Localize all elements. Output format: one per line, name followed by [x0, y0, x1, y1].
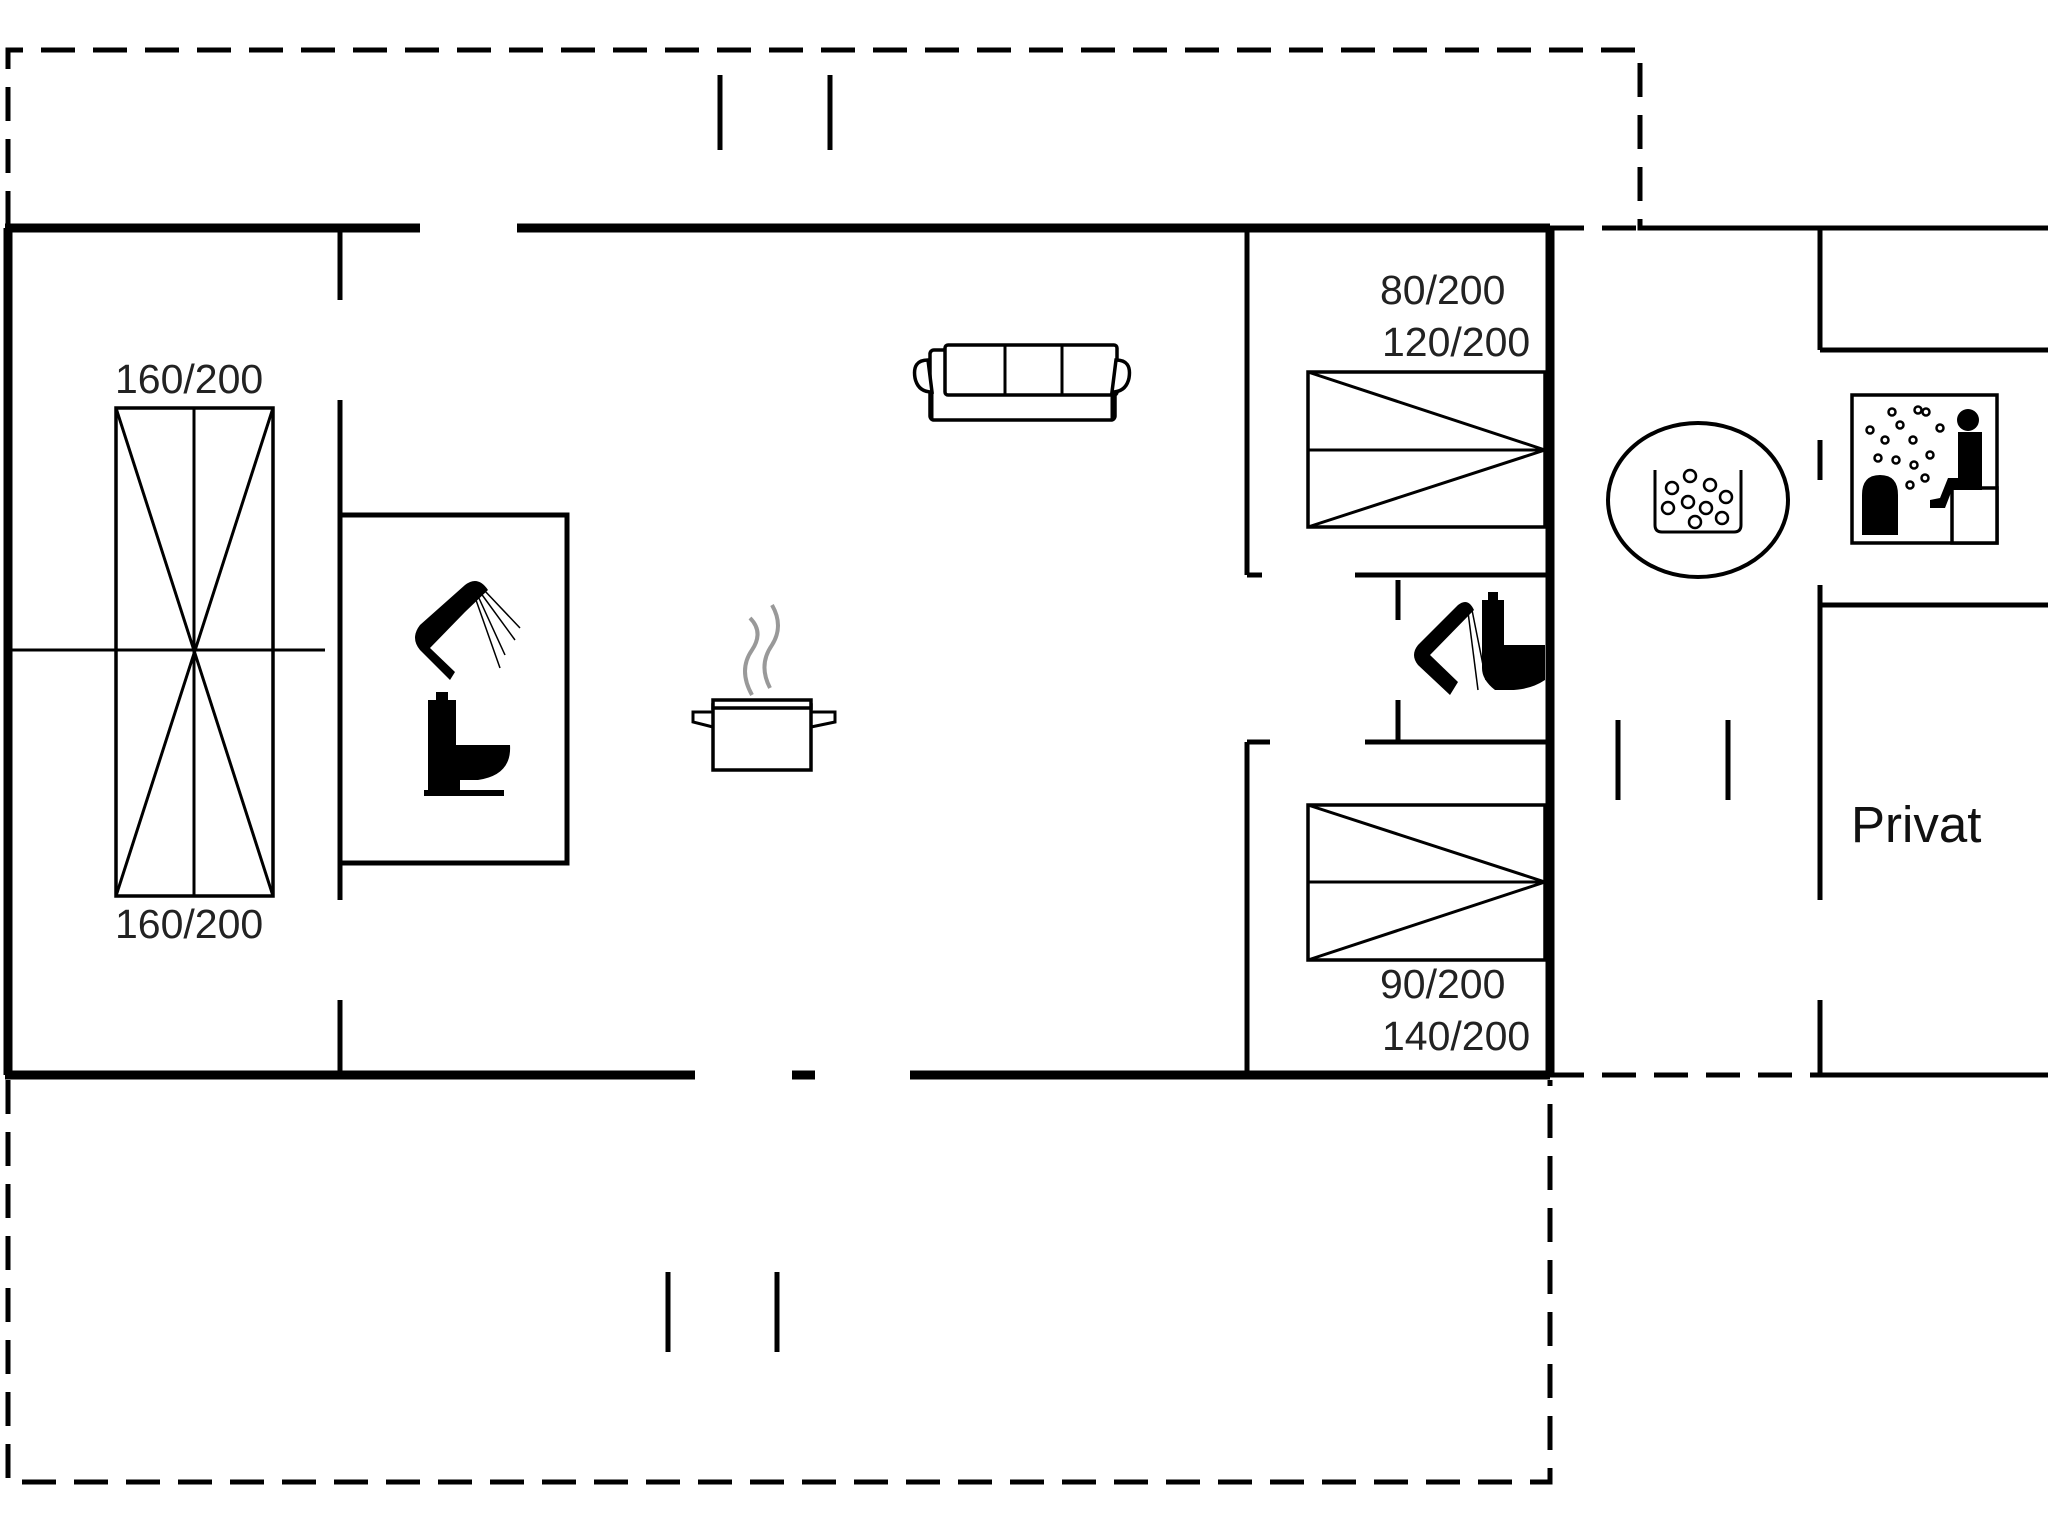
toilet-icon	[424, 692, 511, 796]
whirlpool-icon	[1606, 421, 1790, 579]
bed-size-label-right-top-2: 120/200	[1382, 319, 1530, 365]
shower-icon	[415, 581, 521, 680]
bunk-bed-icon	[1306, 370, 1547, 529]
interior-walls	[337, 225, 2048, 1078]
bed-size-label-left-bottom: 160/200	[115, 901, 263, 947]
sofa-icon	[912, 343, 1132, 422]
cooking-pot-icon	[691, 604, 837, 772]
sauna-icon	[1850, 393, 1999, 545]
bed-size-label-right-bottom-1: 90/200	[1380, 961, 1505, 1007]
bed-size-label-right-bottom-2: 140/200	[1382, 1013, 1530, 1059]
terrace-markers	[665, 75, 1731, 1352]
room-label-private: Privat	[1851, 796, 1981, 853]
small-shower-icon	[1414, 601, 1487, 695]
double-bed-icon	[10, 406, 325, 898]
bed-size-label-right-top-1: 80/200	[1380, 267, 1505, 313]
terrace-outlines	[5, 47, 1820, 1485]
bunk-bed-icon-lower	[1306, 803, 1547, 962]
exterior-walls	[3, 223, 1555, 1080]
small-toilet-icon	[1482, 592, 1545, 690]
bed-size-label-left-top: 160/200	[115, 356, 263, 402]
